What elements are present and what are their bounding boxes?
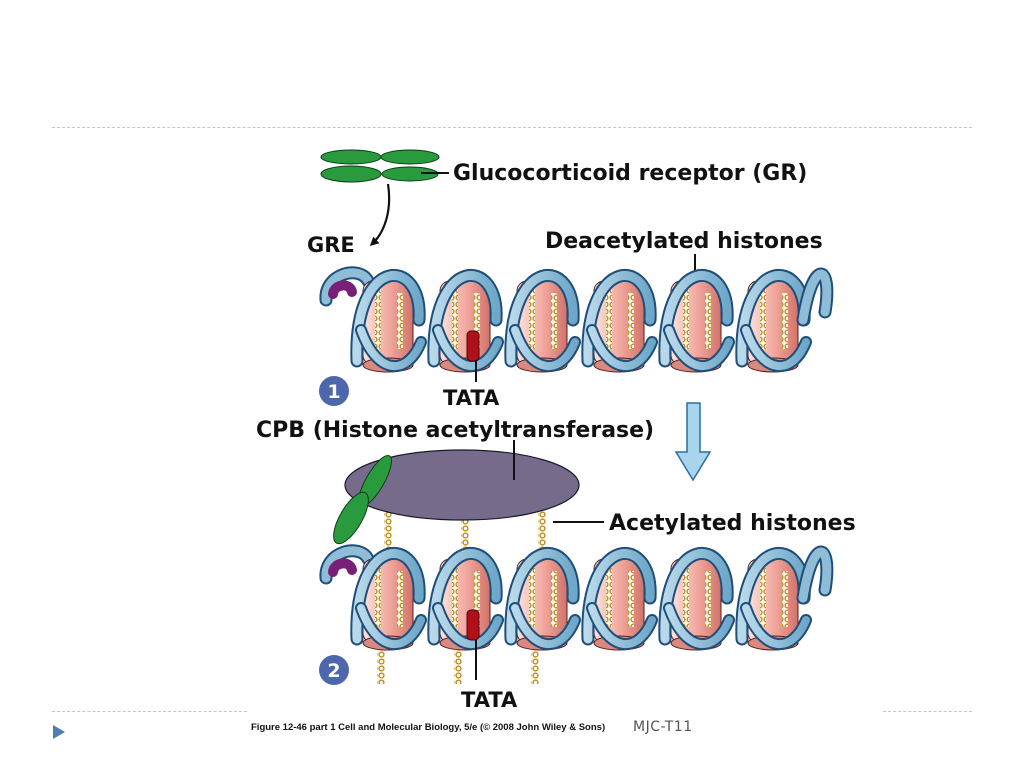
step-1-badge: 1 xyxy=(319,376,349,406)
receptor-lobe-1 xyxy=(320,149,382,165)
acetylated-tail-upper xyxy=(461,510,469,552)
chromatin-fiber-deacetylated xyxy=(319,266,834,373)
nucleosome xyxy=(658,547,735,651)
nucleosome xyxy=(350,547,427,651)
figure-caption: Figure 12-46 part 1 Cell and Molecular B… xyxy=(251,722,606,733)
chromatin-fiber-acetylated xyxy=(319,544,834,651)
glucocorticoid-receptor-icon xyxy=(320,149,440,183)
gre-label: GRE xyxy=(307,233,355,257)
bottom-divider-left xyxy=(52,711,247,712)
nucleosome xyxy=(427,547,504,651)
step-2-badge: 2 xyxy=(319,655,349,685)
hat-enzyme-icon xyxy=(344,449,580,521)
nucleosome xyxy=(735,269,812,373)
receptor-lobe-3 xyxy=(320,165,382,183)
bottom-divider-right xyxy=(883,711,972,712)
nucleosome xyxy=(504,547,581,651)
tata-label: TATA xyxy=(443,386,500,410)
tata-label-2: TATA xyxy=(461,688,518,712)
nucleosome xyxy=(581,547,658,651)
nucleosome xyxy=(350,269,427,373)
gre-site-marker xyxy=(328,280,357,299)
acetylated-tail-lower xyxy=(454,640,462,684)
nucleosome xyxy=(427,269,504,373)
slide-identifier: MJC-T11 xyxy=(633,719,693,735)
acetylated-histone-tails xyxy=(377,510,546,684)
svg-text:2: 2 xyxy=(327,660,340,682)
acetylated-label: Acetylated histones xyxy=(609,511,856,536)
receptor-lobe-2 xyxy=(380,149,440,165)
deacetylated-label: Deacetylated histones xyxy=(545,229,823,254)
acetylated-tail-upper xyxy=(384,510,392,552)
nucleosome xyxy=(735,547,812,651)
svg-text:1: 1 xyxy=(327,381,340,403)
nucleosome xyxy=(658,269,735,373)
tata-box-marker-2 xyxy=(466,609,480,641)
tata-box-marker xyxy=(466,330,480,362)
nucleosome xyxy=(581,269,658,373)
binding-arrow-icon xyxy=(369,183,391,247)
acetylated-tail-lower xyxy=(377,640,385,684)
acetylated-tail-lower xyxy=(531,640,539,684)
cpb-label: CPB (Histone acetyltransferase) xyxy=(256,418,654,443)
bound-receptor-icon xyxy=(333,454,392,545)
nucleosome xyxy=(504,269,581,373)
triangle-right-icon[interactable] xyxy=(52,724,66,740)
acetylated-tail-upper xyxy=(538,510,546,552)
process-down-arrow-icon xyxy=(674,402,712,482)
gre-site-marker xyxy=(328,558,357,577)
top-divider xyxy=(52,127,972,128)
gr-label: Glucocorticoid receptor (GR) xyxy=(453,161,807,186)
